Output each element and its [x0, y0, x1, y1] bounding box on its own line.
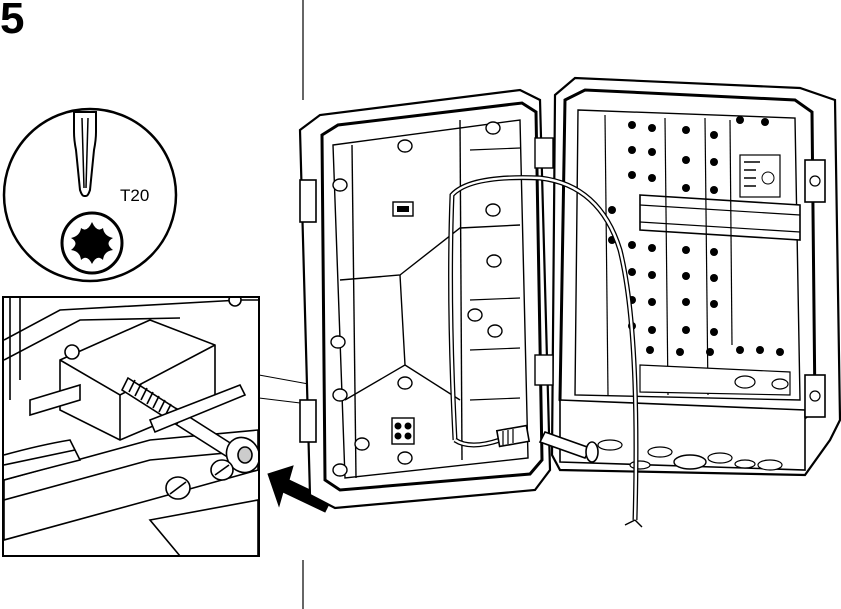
tool-callout: T20 — [2, 107, 178, 283]
detail-inset — [2, 296, 260, 557]
mounting-studs — [608, 116, 784, 356]
enclosure-box — [534, 76, 841, 477]
direction-arrow-icon — [267, 465, 332, 513]
torx-head-icon — [60, 211, 124, 275]
enclosure-door — [298, 88, 552, 510]
tool-size-label: T20 — [120, 186, 149, 205]
cable — [448, 175, 643, 528]
step-number: 5 — [0, 0, 25, 43]
torx-bit-icon — [73, 111, 97, 197]
